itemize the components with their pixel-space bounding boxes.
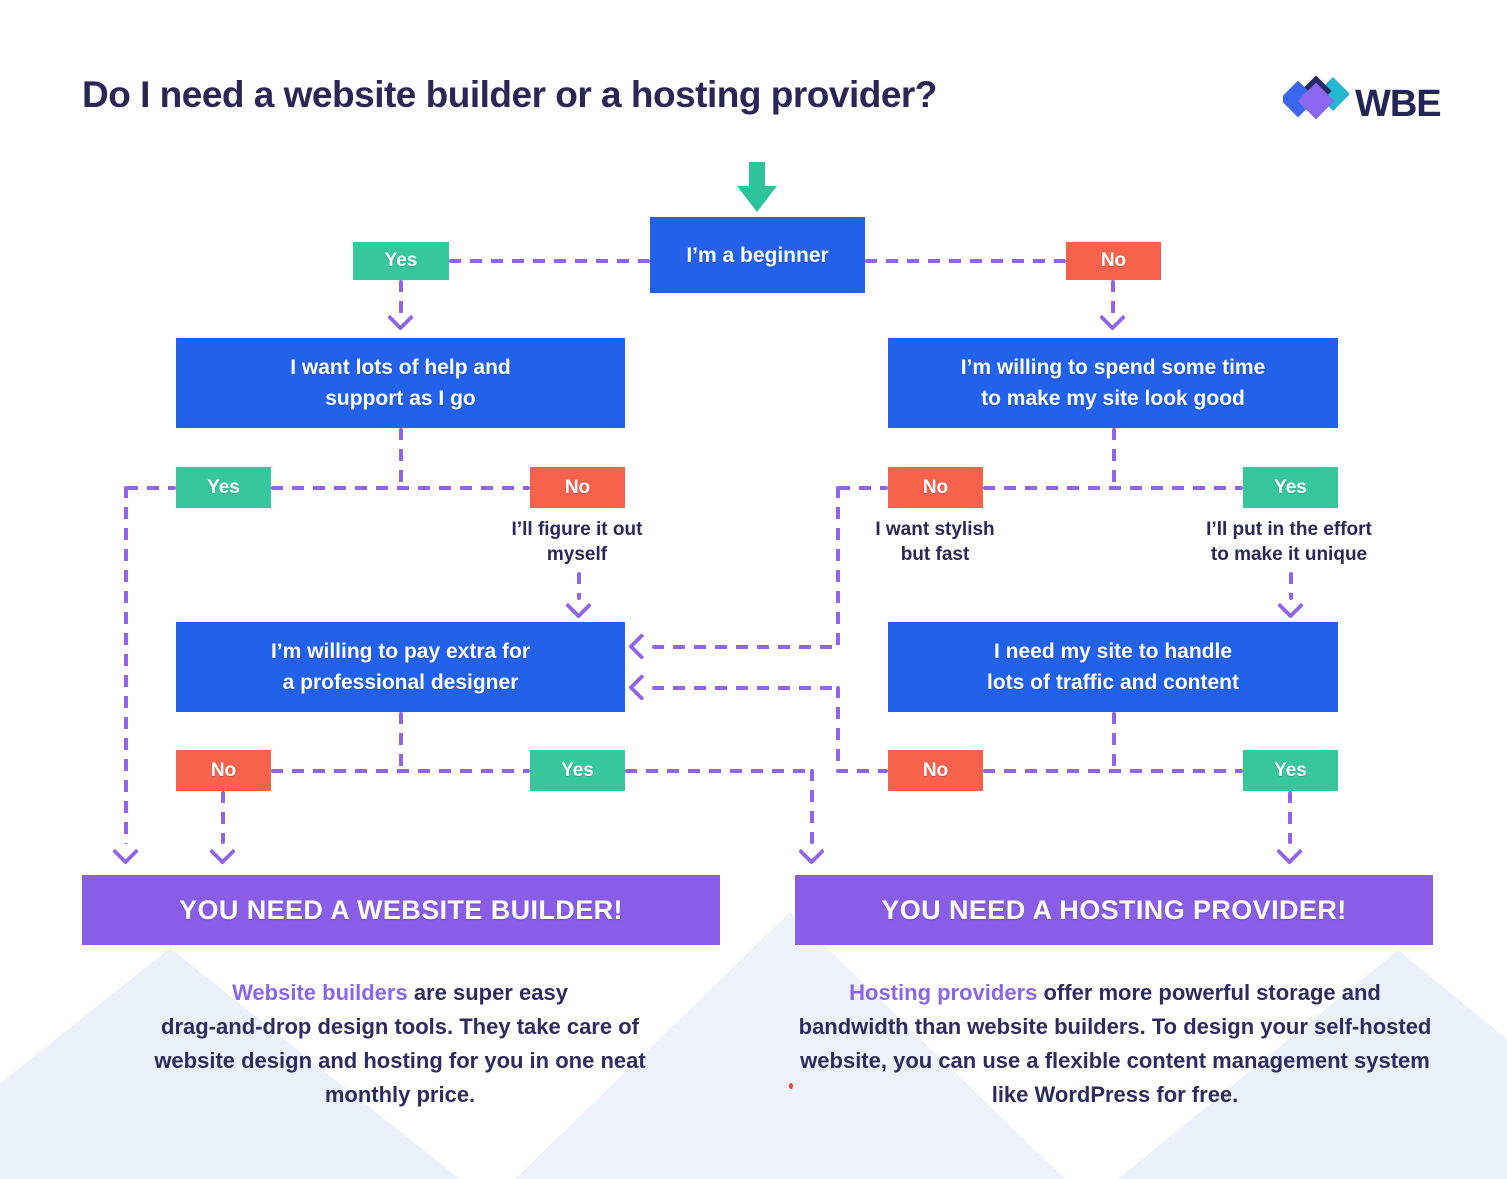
arrowhead-rightq2-top	[1277, 592, 1304, 619]
connector-into-leftq2-a	[652, 645, 840, 649]
tag-rightq1-no: No	[888, 467, 983, 508]
node-right-q1: I’m willing to spend some time to make m…	[888, 338, 1338, 428]
connector-leftq1-stem	[399, 428, 403, 486]
page-title: Do I need a website builder or a hosting…	[82, 74, 937, 115]
arrowhead-hosting-left	[798, 838, 825, 865]
arrowhead-hosting-yes	[1276, 838, 1303, 865]
drop-hosting-left	[810, 769, 814, 844]
tag-rightq1-yes: Yes	[1243, 467, 1338, 508]
connector-railb-rightno	[836, 769, 888, 773]
tag-leftq1-yes: Yes	[176, 467, 271, 508]
arrowhead-leftq2-b	[628, 674, 655, 701]
caption-left-no: I’ll figure it out myself	[511, 519, 643, 565]
drop-builder-no	[221, 791, 225, 844]
arrowhead-leftq2-a	[628, 633, 655, 660]
description-website-builder: Website builders are super easy drag-and…	[154, 980, 646, 1107]
caption-right-no: I want stylish but fast	[875, 519, 995, 565]
wbe-logo-text: WBE	[1355, 83, 1442, 125]
description-hosting-provider: Hosting providers offer more powerful st…	[798, 980, 1432, 1107]
connector-leftyes-hosting	[625, 769, 814, 773]
connector-beginner-yes	[449, 259, 650, 263]
arrowhead-leftq2-top	[565, 592, 592, 619]
rail-inner-b	[836, 686, 840, 771]
connector-rightq2-stem	[1112, 712, 1116, 770]
node-left-q1: I want lots of help and support as I go	[176, 338, 625, 428]
rail-far-left	[124, 486, 128, 844]
drop-hosting-yes	[1288, 791, 1292, 844]
tag-beginner-yes: Yes	[353, 242, 449, 280]
connector-rightyes-stem	[1289, 572, 1293, 600]
connector-no-down	[1111, 280, 1115, 314]
arrowhead-builder-no	[209, 838, 236, 865]
tag-leftq1-no: No	[530, 467, 625, 508]
stray-red-dot	[789, 1083, 793, 1089]
tag-beginner-no: No	[1066, 242, 1161, 280]
rail-inner-a	[836, 486, 840, 648]
connector-leftq2-stem	[399, 712, 403, 770]
banner-hosting-provider: YOU NEED A HOSTING PROVIDER!	[795, 875, 1433, 945]
arrowhead-right-q1	[1099, 304, 1126, 331]
tag-rightq2-yes: Yes	[1243, 750, 1338, 791]
arrowhead-builder-left	[112, 838, 139, 865]
connector-rightq1-stem	[1112, 428, 1116, 486]
connector-leftrow2	[271, 486, 530, 490]
tag-leftq2-yes: Yes	[530, 750, 625, 791]
tag-leftq2-no: No	[176, 750, 271, 791]
connector-leftyes-out	[126, 486, 176, 490]
tag-rightq2-no: No	[888, 750, 983, 791]
wbe-logo-icon	[1279, 75, 1350, 133]
start-arrow-icon	[731, 162, 783, 219]
connector-leftno-stem	[577, 572, 581, 600]
connector-into-leftq2-b	[652, 686, 840, 690]
node-left-q2: I’m willing to pay extra for a professio…	[176, 622, 625, 712]
arrowhead-left-q1	[387, 304, 414, 331]
connector-beginner-no	[865, 259, 1066, 263]
banner-website-builder: YOU NEED A WEBSITE BUILDER!	[82, 875, 720, 945]
connector-yes-down	[399, 280, 403, 314]
connector-rightrow2	[983, 486, 1243, 490]
caption-right-yes: I’ll put in the effort to make it unique	[1206, 519, 1372, 565]
connector-rightno-out	[838, 486, 888, 490]
brand-logo: WBE	[1279, 75, 1442, 133]
connector-leftrow3	[271, 769, 530, 773]
connector-rightrow3	[983, 769, 1243, 773]
node-beginner: I’m a beginner	[650, 217, 865, 293]
node-right-q2: I need my site to handle lots of traffic…	[888, 622, 1338, 712]
